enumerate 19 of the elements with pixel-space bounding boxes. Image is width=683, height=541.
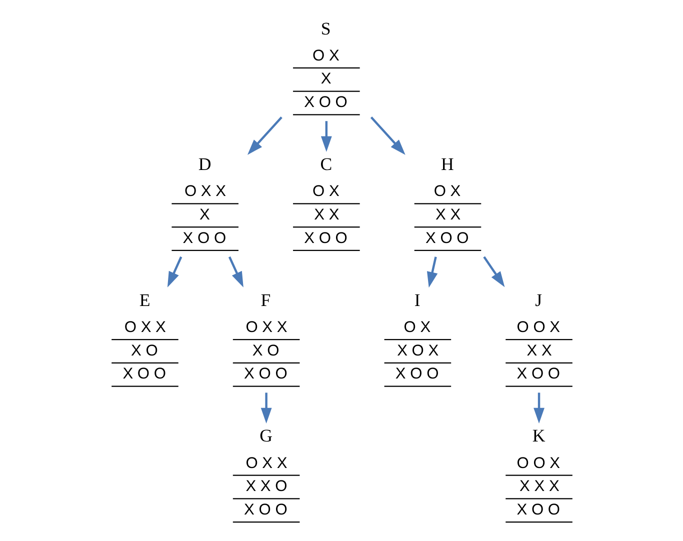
node-text: D O X X X X O O — [182, 154, 226, 247]
arrow — [370, 116, 405, 155]
arrow — [228, 256, 243, 288]
node-text: I O X X O X X O O — [394, 290, 438, 383]
node-text: C O X X X X O O — [304, 154, 347, 247]
node-text: J O O X X X X O O — [516, 290, 560, 383]
arrow — [426, 256, 438, 288]
arrow — [260, 392, 272, 424]
node-text: K O O X X X X X O O — [516, 426, 560, 518]
arrow — [246, 116, 282, 155]
arrow — [166, 256, 182, 288]
node-text: S O X X X O O — [304, 18, 347, 112]
arrow — [320, 121, 332, 152]
node-text: H O X X X X O O — [424, 154, 468, 247]
node-text: E O X X X O X O O — [122, 290, 166, 383]
arrow — [533, 392, 544, 424]
node-text: F O X X X O X O O — [244, 290, 287, 383]
arrow — [482, 256, 504, 288]
node-text: G O X X X X O X O O — [244, 426, 287, 518]
